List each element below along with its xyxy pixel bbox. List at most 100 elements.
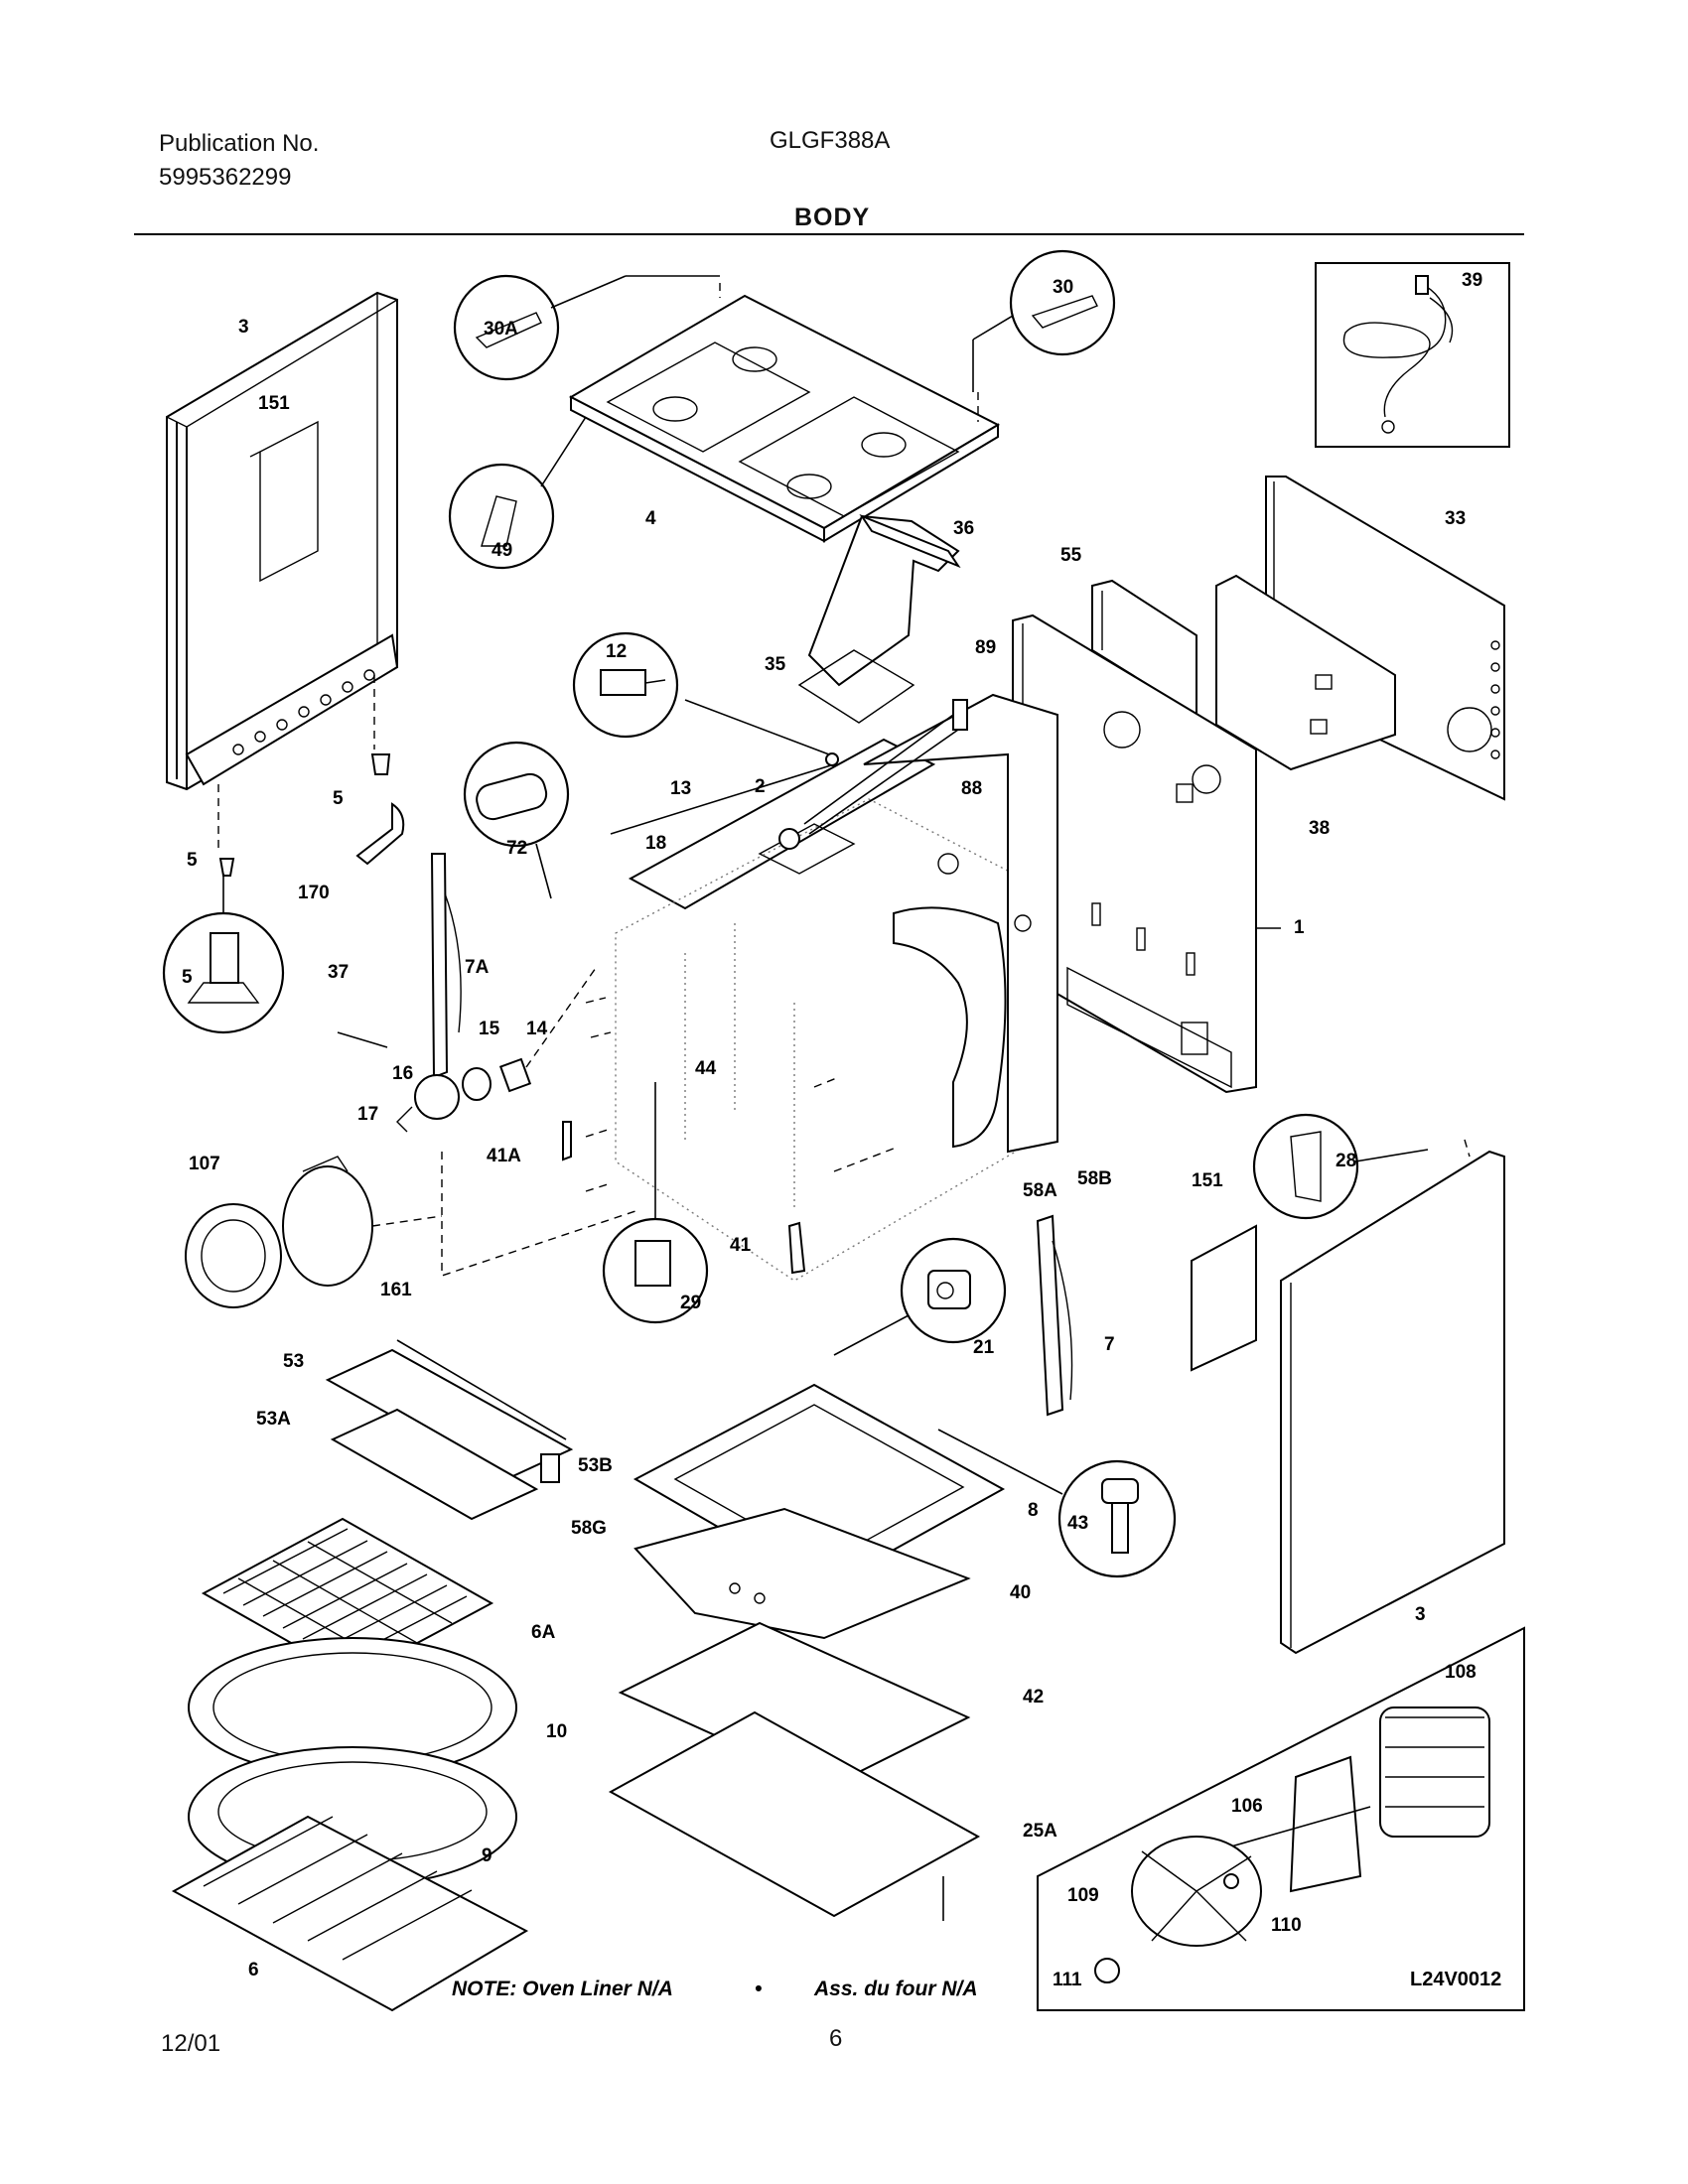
callout-30A [453,274,720,381]
part-label-7: 7 [1104,1334,1115,1355]
part-label-15: 15 [479,1019,500,1039]
page-number: 6 [829,2025,843,2052]
left-side-panel [166,291,399,854]
part-label-42: 42 [1023,1687,1044,1707]
part-label-21: 21 [973,1337,995,1358]
callout-29 [602,1082,709,1324]
part-label-151-left: 151 [258,393,290,414]
part-label-170: 170 [298,883,330,903]
part-label-14: 14 [526,1019,548,1039]
part-label-36: 36 [953,518,974,539]
part-label-111: 111 [1053,1970,1082,1990]
part-label-43: 43 [1067,1513,1088,1534]
part-label-7A: 7A [465,957,490,978]
part-label-3-left: 3 [238,317,249,338]
part-label-41: 41 [730,1235,752,1256]
part-label-3-right: 3 [1415,1604,1426,1625]
header-divider [134,233,1524,235]
model-number: GLGF388A [770,127,891,154]
part-label-58B: 58B [1077,1168,1112,1189]
oven-frame [615,693,1058,1282]
part-label-88: 88 [961,778,982,799]
part-label-107: 107 [189,1154,220,1174]
part-label-16: 16 [392,1063,413,1084]
part-label-58A: 58A [1023,1180,1057,1201]
part-label-106: 106 [1231,1796,1263,1817]
part-label-35: 35 [765,654,786,675]
part-label-6: 6 [248,1960,259,1980]
callout-43 [937,1429,1177,1578]
part-label-72: 72 [506,838,527,859]
part-label-38: 38 [1309,818,1330,839]
part-label-10: 10 [546,1721,567,1742]
door-hinges [787,1076,1073,1417]
callout-5 [162,874,285,1034]
part-label-17: 17 [357,1104,378,1125]
part-label-4: 4 [645,508,656,529]
callout-28 [1252,1113,1429,1220]
part-label-28: 28 [1336,1151,1356,1171]
part-label-29: 29 [680,1293,701,1313]
igniter-and-wiring [610,699,968,850]
part-label-33: 33 [1445,508,1466,529]
bottom-panels [608,1383,1006,1921]
part-label-25A: 25A [1023,1821,1057,1842]
part-label-12: 12 [606,641,627,662]
part-label-1: 1 [1294,917,1305,938]
convection-motor-box [1037,1626,1525,2011]
part-label-13: 13 [670,778,691,799]
note-oven-liner-fr: Ass. du four N/A [813,1978,978,2000]
convection-parts [185,1152,636,1308]
part-label-5-c: 5 [182,967,193,988]
note-oven-liner-en: NOTE: Oven Liner N/A [452,1978,673,2000]
part-label-39: 39 [1462,270,1482,291]
broil-burner [325,1339,574,1521]
diagram-code: L24V0012 [1410,1969,1501,1990]
callout-30 [972,249,1116,392]
part-label-41A: 41A [487,1146,521,1166]
part-label-37: 37 [328,962,349,983]
callout-12 [572,631,679,739]
racks-and-pan [171,1517,529,2012]
publication-info: Publication No. 5995362299 [159,127,319,195]
part-label-108: 108 [1445,1662,1477,1683]
section-title: BODY [794,204,871,231]
callout-72 [463,741,570,899]
publication-label: Publication No. [159,130,320,157]
part-label-49: 49 [492,540,512,561]
part-label-5-a: 5 [333,788,344,809]
part-label-18: 18 [645,833,666,854]
part-label-40: 40 [1010,1582,1031,1603]
power-cord-box [1315,262,1510,448]
part-label-6A: 6A [531,1622,556,1643]
part-label-53A: 53A [256,1409,291,1430]
part-label-55: 55 [1060,545,1082,566]
rear-panels [1012,476,1505,1094]
callout-21 [833,1237,1007,1356]
part-label-8: 8 [1028,1500,1039,1521]
part-label-58G: 58G [571,1518,607,1539]
revision-date: 12/01 [161,2030,221,2057]
part-label-53: 53 [283,1351,304,1372]
part-label-2: 2 [755,776,766,797]
leveling-legs [218,753,405,877]
part-label-151-right: 151 [1192,1170,1223,1191]
right-side-panel [1191,1139,1505,1655]
note-bullet: • [755,1978,762,2000]
part-label-53B: 53B [578,1455,613,1476]
part-label-109: 109 [1067,1885,1099,1906]
flue-deflector [797,513,961,724]
cooktop-frame [568,283,1001,543]
part-label-9: 9 [482,1845,492,1866]
publication-number: 5995362299 [159,164,292,191]
callout-49 [448,416,587,570]
part-label-110: 110 [1271,1915,1302,1936]
part-label-89: 89 [975,637,996,658]
part-label-44: 44 [695,1058,717,1079]
part-label-30: 30 [1053,277,1073,298]
oven-light-parts [337,853,612,1192]
part-label-30A: 30A [484,319,518,340]
part-label-5-b: 5 [187,850,198,871]
